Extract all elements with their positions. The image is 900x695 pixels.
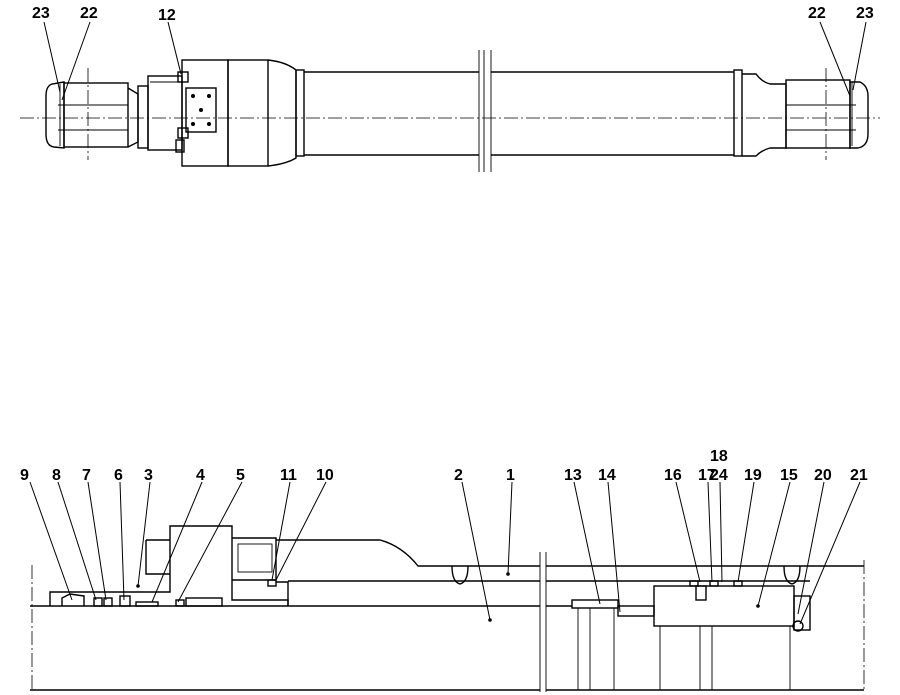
piston-body [653,585,795,627]
right-rod-eye [785,79,851,149]
left-rod-eye [63,82,129,148]
callout-6: 6 [114,467,123,484]
cylinder-head [181,59,229,167]
head-taper [267,59,297,167]
tube-port-right [783,565,801,585]
piston-ball [792,620,804,632]
callout-24: 24 [710,467,728,484]
tube-port-left [451,565,469,585]
right-neck [742,73,787,157]
callout-22-left: 22 [80,5,98,22]
callout-12: 12 [158,7,176,24]
bottom-callouts: 9 8 7 6 3 4 5 11 10 2 1 13 14 16 17 18 2… [20,448,868,484]
cylinder-external-view [20,21,880,172]
gland-flange [147,75,183,151]
callout-2: 2 [454,467,463,484]
callout-19: 19 [744,467,762,484]
callout-8: 8 [52,467,61,484]
head-oring [267,579,277,587]
callout-20: 20 [814,467,832,484]
callout-17: 17 [698,467,716,484]
callout-1: 1 [506,467,515,484]
callout-9: 9 [20,467,29,484]
callout-5: 5 [236,467,245,484]
right-end-cap [849,81,869,149]
callout-15: 15 [780,467,798,484]
valve-port [185,87,217,133]
cylinder-section-view [29,481,865,692]
top-callouts: 23 22 12 22 23 [32,5,874,24]
callout-10: 10 [316,467,334,484]
callout-22-right: 22 [808,5,826,22]
callout-14: 14 [598,467,616,484]
callout-3: 3 [144,467,153,484]
callout-23-right: 23 [856,5,874,22]
callout-18: 18 [710,448,728,465]
callout-11: 11 [280,467,297,484]
piston-nut [571,599,619,609]
left-neck [127,87,139,148]
left-end-cap [45,81,65,149]
callout-13: 13 [564,467,582,484]
callout-23-left: 23 [32,5,50,22]
callout-21: 21 [850,467,868,484]
callout-16: 16 [664,467,682,484]
wiper-seal [61,593,85,606]
callout-7: 7 [82,467,91,484]
callout-4: 4 [196,467,205,484]
head-block [145,540,170,575]
gland-body [49,525,289,606]
